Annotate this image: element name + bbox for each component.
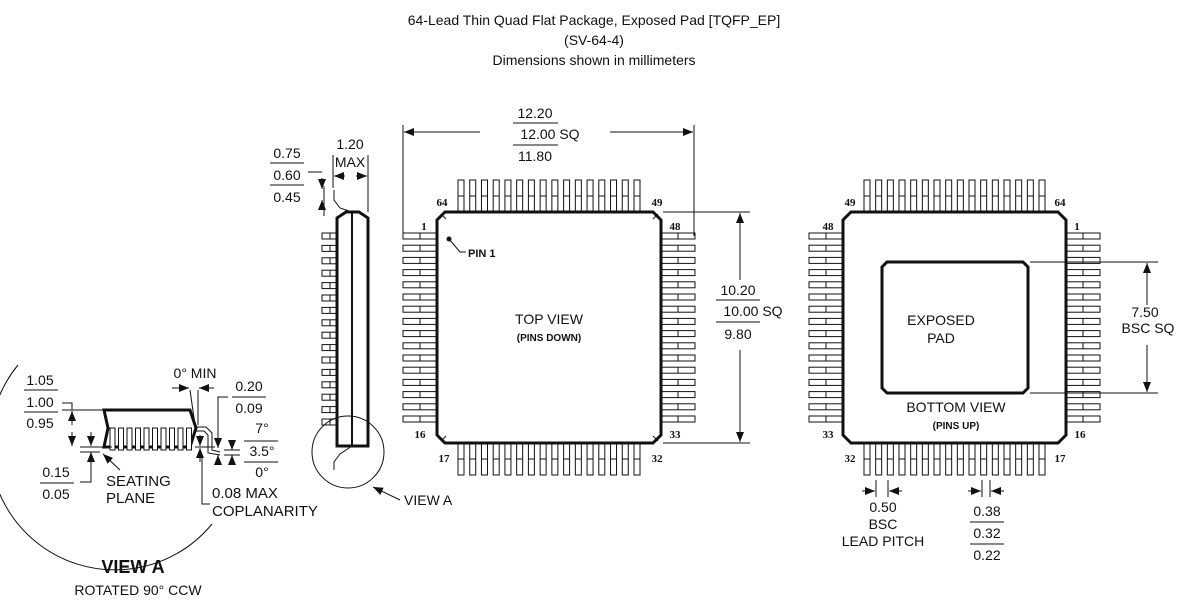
view-a-callout-label: VIEW A <box>404 492 453 508</box>
pin-number: 49 <box>652 197 664 209</box>
lead-width-nom: 0.32 <box>973 525 1000 541</box>
exposed-pad <box>880 260 1030 395</box>
pin-number: 32 <box>845 453 857 465</box>
va-height-min: 0.95 <box>26 415 53 431</box>
pin1-label: PIN 1 <box>468 248 496 260</box>
seating-plane-line1: SEATING <box>106 473 171 490</box>
view-a-title: VIEW A <box>101 557 164 577</box>
foot-max: 0.75 <box>273 145 300 161</box>
pin-number: 1 <box>421 221 427 233</box>
lead <box>135 427 141 451</box>
bottom-view-label: BOTTOM VIEW <box>906 399 1006 415</box>
pad-label2: PAD <box>927 330 955 346</box>
lead <box>143 427 150 451</box>
height-max-line1: 1.20 <box>336 136 363 152</box>
lead <box>160 427 167 451</box>
pin-number: 16 <box>1075 429 1087 441</box>
foot-min: 0.45 <box>273 189 300 205</box>
pitch-line3: LEAD PITCH <box>842 533 924 549</box>
pin-number: 1 <box>1074 221 1080 233</box>
seating-plane-line2: PLANE <box>106 490 155 507</box>
lead <box>177 427 184 451</box>
top-view: PIN 1 TOP VIEW (PINS DOWN) 64 49 1 48 16… <box>402 105 783 476</box>
top-view-leads <box>402 179 696 476</box>
title-line1: 64-Lead Thin Quad Flat Package, Exposed … <box>408 12 781 28</box>
foot-nom: 0.60 <box>273 167 300 183</box>
va-height-max: 1.05 <box>26 372 53 388</box>
coplanarity-line1: 0.08 MAX <box>212 485 278 502</box>
view-a-detail: 1.05 1.00 0.95 0.15 0.05 SEATING PLANE 0… <box>0 364 318 598</box>
thickness-min: 0.09 <box>235 400 262 416</box>
top-view-body <box>435 210 663 445</box>
pin-number: 48 <box>670 221 682 233</box>
pin-number: 17 <box>1055 453 1067 465</box>
angle-min: 0° <box>255 464 268 480</box>
lead-width-max: 0.38 <box>973 503 1000 519</box>
va-height-nom: 1.00 <box>26 394 53 410</box>
va-standoff-max: 0.15 <box>42 464 69 480</box>
title-line2: (SV-64-4) <box>564 32 624 48</box>
lead <box>152 427 158 451</box>
thickness-max: 0.20 <box>235 378 262 394</box>
view-a-circle <box>0 364 213 571</box>
pin-number: 17 <box>439 453 451 465</box>
lead <box>126 427 133 451</box>
pin-number: 48 <box>823 221 835 233</box>
title-line3: Dimensions shown in millimeters <box>492 52 695 68</box>
view-a-subtitle: ROTATED 90° CCW <box>74 582 202 598</box>
pitch-line2: BSC <box>869 516 898 532</box>
top-view-label: TOP VIEW <box>515 311 584 327</box>
pin-number: 49 <box>845 197 857 209</box>
width-max: 12.20 <box>517 105 552 121</box>
pad-dim-line2: BSC SQ <box>1122 320 1175 336</box>
width-nom: 12.00 SQ <box>520 126 579 142</box>
pin-number: 33 <box>670 429 682 441</box>
lead <box>186 427 192 451</box>
pad-dim-line1: 7.50 <box>1131 304 1158 320</box>
lead-width-min: 0.22 <box>973 547 1000 563</box>
body-min: 9.80 <box>724 326 751 342</box>
pin-number: 33 <box>823 429 835 441</box>
pin-number: 16 <box>415 429 427 441</box>
angle-nom: 3.5° <box>249 443 274 459</box>
height-max-line2: MAX <box>335 154 366 170</box>
coplanarity-line2: COPLANARITY <box>212 503 318 520</box>
pin-number: 32 <box>652 453 664 465</box>
pin-number: 64 <box>437 197 449 209</box>
body-nom: 10.00 SQ <box>723 303 782 319</box>
lead <box>109 427 116 451</box>
va-standoff-min: 0.05 <box>42 486 69 502</box>
top-view-sublabel: (PINS DOWN) <box>517 333 581 344</box>
lead <box>118 427 124 451</box>
angle-max: 7° <box>255 420 268 436</box>
width-min: 11.80 <box>518 148 552 164</box>
side-view: 1.20 MAX 0.75 0.60 0.45 VIEW A <box>270 136 453 508</box>
bottom-view: EXPOSED PAD BOTTOM VIEW (PINS UP) 49 64 … <box>808 179 1175 563</box>
body-max: 10.20 <box>720 282 755 298</box>
pin-number: 64 <box>1055 197 1067 209</box>
lead <box>169 427 175 451</box>
pitch-line1: 0.50 <box>869 499 896 515</box>
bottom-view-sublabel: (PINS UP) <box>933 421 980 432</box>
pad-label1: EXPOSED <box>907 312 975 328</box>
view-a-callout-circle <box>311 415 385 489</box>
angle-min-label: 0° MIN <box>174 365 217 381</box>
